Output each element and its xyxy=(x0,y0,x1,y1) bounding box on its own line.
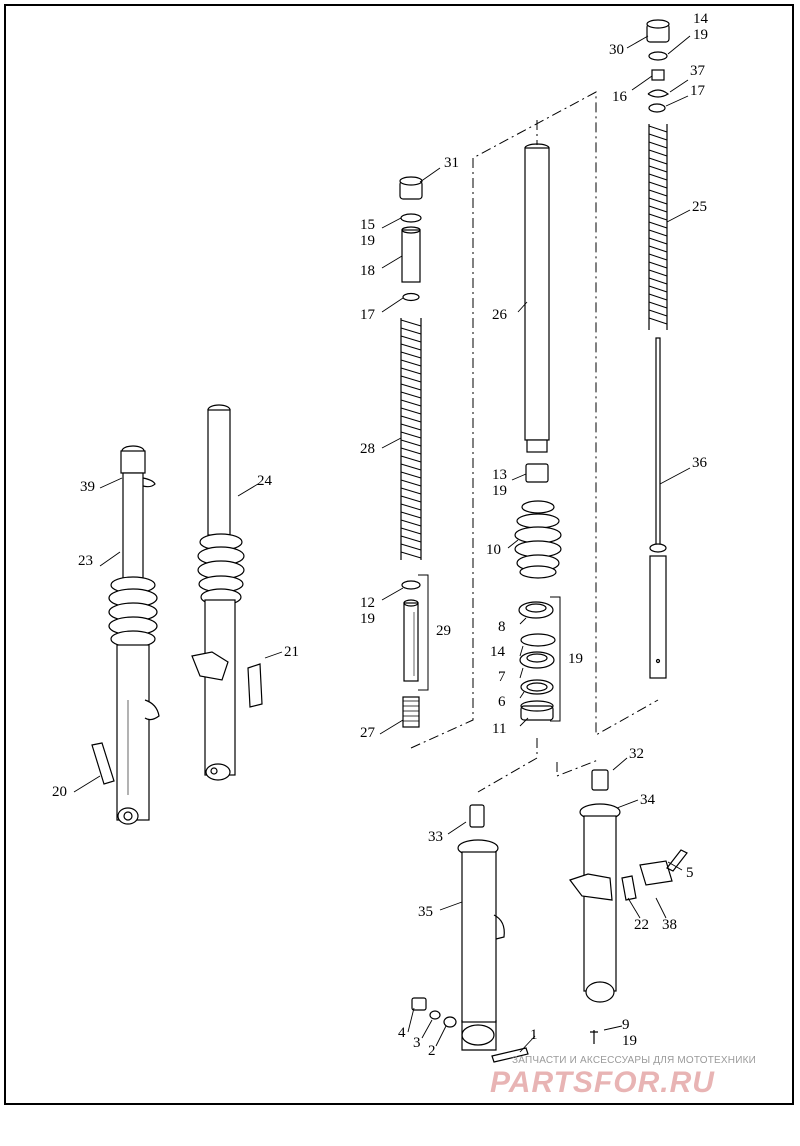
fork-tube xyxy=(524,143,550,453)
bushing-11 xyxy=(520,705,554,721)
axle-bolt xyxy=(491,1047,529,1063)
callout-8: 8 xyxy=(498,619,506,635)
callout-14-top: 14 xyxy=(693,11,708,27)
oring-19-top xyxy=(648,51,668,61)
clip-14 xyxy=(520,633,556,647)
fork-cap-right xyxy=(646,19,670,43)
callout-33: 33 xyxy=(428,829,443,845)
fork-spring-right xyxy=(648,124,668,330)
reflector-left xyxy=(91,742,115,785)
callout-17-left: 17 xyxy=(360,307,375,323)
spacer-16 xyxy=(651,69,665,81)
callout-10: 10 xyxy=(486,542,501,558)
callout-11: 11 xyxy=(492,721,507,737)
callout-19-b: 19 xyxy=(492,483,507,499)
slider-left xyxy=(457,839,505,1051)
callout-7: 7 xyxy=(498,669,506,685)
reflector-right xyxy=(247,663,263,708)
washer-6 xyxy=(520,679,554,695)
damper-rod xyxy=(403,602,419,682)
callout-15: 15 xyxy=(360,217,375,233)
drain-screw xyxy=(590,1030,598,1044)
callout-19-c: 19 xyxy=(360,611,375,627)
cap-33 xyxy=(469,804,485,828)
callout-19-a: 19 xyxy=(360,233,375,249)
fork-cap-left xyxy=(399,176,423,200)
callout-17-right: 17 xyxy=(690,83,705,99)
dust-boot xyxy=(514,500,562,579)
callout-20: 20 xyxy=(52,784,67,800)
callout-37: 37 xyxy=(690,63,705,79)
fork-assembly-right xyxy=(191,404,245,781)
callout-13: 13 xyxy=(492,467,507,483)
callout-3: 3 xyxy=(413,1035,421,1051)
callout-19-stack: 19 xyxy=(568,651,583,667)
callout-16: 16 xyxy=(612,89,627,105)
seat-17-left xyxy=(402,292,420,302)
nut-4 xyxy=(411,997,427,1011)
washer-15 xyxy=(400,213,422,223)
callout-14-b: 14 xyxy=(490,644,505,660)
callout-6: 6 xyxy=(498,694,506,710)
reflector-22 xyxy=(621,875,637,901)
spacer-18 xyxy=(401,229,421,283)
fork-spring-left xyxy=(400,318,422,560)
ring-12 xyxy=(401,580,421,590)
callout-21: 21 xyxy=(284,644,299,660)
callout-36: 36 xyxy=(692,455,707,471)
callout-38: 38 xyxy=(662,917,677,933)
washer-3 xyxy=(429,1010,441,1020)
fork-assembly-left xyxy=(108,445,160,825)
callout-19-top: 19 xyxy=(693,27,708,43)
rebound-spring xyxy=(402,696,420,728)
callout-32: 32 xyxy=(629,746,644,762)
callout-1: 1 xyxy=(530,1027,538,1043)
seat-17-right xyxy=(648,103,666,113)
callout-28: 28 xyxy=(360,441,375,457)
washer-2 xyxy=(443,1016,457,1028)
clip-37 xyxy=(647,89,670,98)
callout-12: 12 xyxy=(360,595,375,611)
callout-39: 39 xyxy=(80,479,95,495)
callout-19-d: 19 xyxy=(622,1033,637,1049)
bracket-38 xyxy=(639,860,673,886)
bolt-5 xyxy=(666,849,688,872)
callout-22: 22 xyxy=(634,917,649,933)
callout-26: 26 xyxy=(492,307,507,323)
callout-34: 34 xyxy=(640,792,655,808)
watermark-caption: ЗАПЧАСТИ И АКСЕССУАРЫ ДЛЯ МОТОТЕХНИКИ xyxy=(512,1055,757,1066)
callout-31: 31 xyxy=(444,155,459,171)
callout-25: 25 xyxy=(692,199,707,215)
callout-27: 27 xyxy=(360,725,375,741)
callout-2: 2 xyxy=(428,1043,436,1059)
callout-5: 5 xyxy=(686,865,694,881)
callout-35: 35 xyxy=(418,904,433,920)
callout-23: 23 xyxy=(78,553,93,569)
callout-18: 18 xyxy=(360,263,375,279)
watermark-logo: PARTSFOR.RU xyxy=(490,1066,715,1099)
callout-24: 24 xyxy=(257,473,272,489)
callout-29: 29 xyxy=(436,623,451,639)
slider-right xyxy=(569,803,621,1003)
cap-32 xyxy=(591,769,609,791)
callout-30: 30 xyxy=(609,42,624,58)
bushing-13 xyxy=(525,463,549,483)
callout-4: 4 xyxy=(398,1025,406,1041)
callout-9: 9 xyxy=(622,1017,630,1033)
damper-rod-long xyxy=(649,337,667,679)
